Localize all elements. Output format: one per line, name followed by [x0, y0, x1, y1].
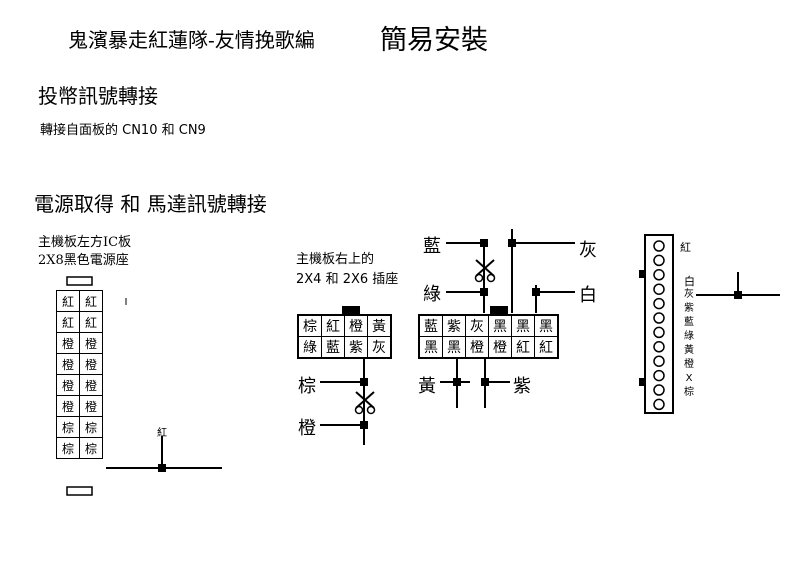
right-tap-node [734, 291, 742, 299]
connector-2x4: 棕紅橙黃綠藍紫灰 [297, 314, 392, 359]
right-vertical-label: 綠 [684, 331, 694, 342]
wire-label-white: 白 [579, 285, 597, 306]
right-vertical-label: 紫 [684, 303, 694, 314]
connector-2x6-pin: 黑 [418, 336, 443, 359]
left-connector-pin: 橙 [79, 332, 103, 354]
left-connector-pin: 橙 [79, 395, 103, 417]
left-power-connector: 紅紅紅紅橙橙橙橙橙橙橙橙棕棕棕棕 [56, 290, 103, 459]
node-brown [360, 378, 368, 386]
diagram-subtitle: 簡易安裝 [380, 25, 488, 56]
left-tap-node [158, 464, 166, 472]
scissors-icon-lower [354, 391, 376, 415]
right-vertical-label: 藍 [684, 317, 694, 328]
node-blue [480, 239, 488, 247]
left-connector-row: 橙橙 [56, 395, 103, 417]
right-connector-pin [653, 384, 665, 396]
right-vertical-label: 橙 [684, 359, 694, 370]
right-connector-pin [653, 341, 665, 353]
node-purple [481, 378, 489, 386]
left-connector-pin: 棕 [79, 416, 103, 438]
connector-2x6-pin: 黑 [534, 314, 559, 337]
left-connector-row: 紅紅 [56, 311, 103, 333]
wire-label-brown: 棕 [298, 376, 316, 397]
right-connector-pin [653, 240, 665, 252]
right-label-red: 紅 [680, 241, 691, 254]
connector-2x6: 藍紫灰黑黑黑黑黑橙橙紅紅 [418, 314, 559, 359]
left-connector-pin: 棕 [56, 416, 80, 438]
coin-section-note: 轉接自面板的 CN10 和 CN9 [40, 123, 206, 138]
right-vertical-label: 棕 [684, 387, 694, 398]
wire-label-yellow: 黃 [418, 376, 436, 397]
wire-label-orange: 橙 [298, 418, 316, 439]
connector-2x6-row: 黑黑橙橙紅紅 [418, 336, 559, 359]
right-connector-key-top [639, 270, 645, 278]
connector-2x6-pin: 黑 [488, 314, 512, 337]
right-connector-pin [653, 369, 665, 382]
right-vertical-label: 黃 [684, 345, 694, 356]
left-connector-pin: 紅 [79, 290, 103, 312]
wire-label-gray: 灰 [579, 240, 597, 261]
connector-2x6-pin: 黑 [442, 336, 466, 359]
left-connector-row: 棕棕 [56, 437, 103, 459]
coin-section-heading: 投幣訊號轉接 [38, 84, 158, 108]
left-connector-pin: 棕 [79, 437, 103, 459]
left-connector-row: 橙橙 [56, 353, 103, 375]
left-connector-row: 橙橙 [56, 374, 103, 396]
left-connector-pin: 橙 [79, 353, 103, 375]
connector-2x6-pin: 黑 [511, 314, 535, 337]
wire-label-purple: 紫 [513, 376, 531, 397]
left-connector-bottom-tab [66, 486, 93, 496]
right-connector-pin [653, 398, 665, 411]
node-yellow [453, 378, 461, 386]
node-white [532, 288, 540, 296]
right-connector-pin [653, 269, 665, 281]
connector-2x4-pin: 綠 [297, 336, 322, 359]
wire-label-blue: 藍 [423, 236, 441, 257]
node-green [480, 288, 488, 296]
connector-2x4-key [342, 306, 360, 314]
diagram-title: 鬼濱暴走紅蓮隊-友情挽歌編 [68, 28, 315, 52]
right-label-white: 白 [684, 275, 695, 288]
right-connector-pin [653, 283, 665, 295]
right-vertical-label: X [685, 373, 693, 384]
right-connector-pin [653, 312, 665, 324]
right-connector-pin [653, 326, 665, 339]
connector-2x6-pin: 紅 [511, 336, 535, 359]
wire-label-green: 綠 [423, 284, 441, 305]
mid-connector-label: 主機板右上的 2X4 和 2X6 插座 [296, 252, 399, 287]
right-connector-pin [653, 254, 665, 267]
connector-2x6-key [490, 306, 508, 314]
connector-2x6-pin: 紅 [534, 336, 559, 359]
right-connector-key-bottom [639, 378, 645, 386]
connector-2x4-pin: 灰 [367, 336, 392, 359]
left-connector-top-tab [66, 276, 93, 286]
connector-2x4-row: 綠藍紫灰 [297, 336, 392, 359]
node-orange [360, 421, 368, 429]
left-connector-label: 主機板左方IC板 2X8黑色電源座 [38, 235, 132, 268]
connector-2x6-row: 藍紫灰黑黑黑 [418, 314, 559, 337]
left-connector-row: 棕棕 [56, 416, 103, 438]
power-section-heading: 電源取得 和 馬達訊號轉接 [34, 192, 267, 216]
right-connector-pins [653, 240, 665, 411]
right-connector-pin [653, 355, 665, 367]
left-tap-label: 紅 [157, 428, 167, 439]
connector-2x4-pin: 橙 [344, 314, 368, 337]
right-vertical-label: 灰 [684, 289, 694, 300]
connector-2x4-pin: 紫 [344, 336, 368, 359]
left-connector-row: 紅紅 [56, 290, 103, 312]
node-gray [508, 239, 516, 247]
right-connector-pin [653, 297, 665, 310]
scissors-icon-upper [474, 259, 496, 283]
left-connector-grid: 紅紅紅紅橙橙橙橙橙橙橙橙棕棕棕棕 [56, 290, 103, 459]
connector-2x4-pin: 藍 [321, 336, 345, 359]
